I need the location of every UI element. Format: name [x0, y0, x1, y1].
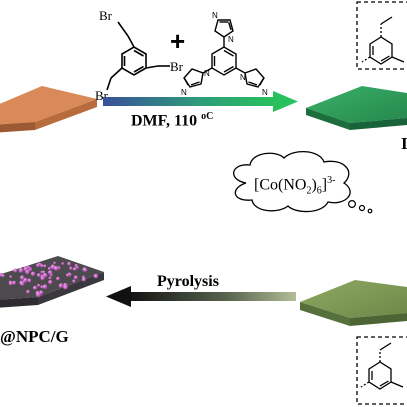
nitrogen-labels: N N N N N N: [181, 11, 268, 97]
cobalt-nanoparticles: [0, 261, 99, 298]
cobalt-particle: [93, 273, 99, 279]
cobalt-particle: [58, 283, 64, 288]
svg-text:N: N: [212, 11, 218, 20]
cobalt-particle: [61, 262, 65, 265]
cobalt-particle: [42, 273, 48, 278]
cobalt-particle: [63, 284, 68, 290]
plus-sign: +: [170, 26, 185, 56]
anion-formula: [Co(NO2)6]3-: [254, 175, 336, 197]
cobalt-particle: [27, 278, 32, 283]
cobalt-particle: [13, 268, 18, 273]
polymer-graphene-sheet: [306, 86, 407, 130]
cobalt-particle: [1, 274, 5, 278]
precursor-sheet: [0, 86, 97, 133]
cobalt-particle: [30, 271, 36, 276]
cobalt-particle: [39, 290, 44, 295]
cobalt-particle: [40, 276, 45, 281]
pyrolysis-arrow: [106, 286, 296, 307]
cobalt-particle: [20, 275, 25, 280]
cobalt-particle: [84, 268, 88, 272]
cobalt-particle: [81, 277, 86, 282]
cobalt-particle: [48, 270, 53, 275]
cobalt-particle: [56, 276, 60, 281]
cobalt-particle: [18, 268, 24, 273]
cobalt-particle: [40, 270, 44, 274]
reaction-conditions-label: DMF, 110 oC: [131, 111, 214, 130]
cobalt-particle: [47, 267, 51, 270]
bromine-label-1: Br: [99, 8, 113, 23]
cobalt-particle: [42, 270, 46, 274]
triimidazole-structure: [183, 19, 265, 88]
cobalt-particle: [48, 280, 53, 285]
cobalt-particle: [25, 270, 30, 275]
cobalt-particle: [53, 265, 59, 271]
cobalt-particle: [69, 266, 73, 270]
cobalt-particle: [26, 289, 30, 294]
structure-inset-bottom: [356, 336, 407, 405]
cobalt-particle: [43, 264, 47, 268]
cobalt-particle: [66, 273, 70, 277]
cobalt-particle: [72, 279, 76, 283]
product-label: @NPC/G: [0, 327, 69, 346]
cobalt-particle: [36, 263, 40, 268]
reaction-arrow: [103, 91, 298, 112]
cobalt-particle: [76, 266, 79, 269]
svg-text:N: N: [181, 88, 187, 97]
svg-text:N: N: [240, 73, 246, 82]
cobalt-particle: [48, 276, 52, 280]
cobalt-particle: [40, 285, 44, 289]
structure-inset-top: [356, 1, 407, 70]
svg-text:N: N: [204, 69, 210, 78]
svg-text:N: N: [228, 35, 234, 44]
cobalt-particle: [42, 284, 48, 290]
cobalt-npc-graphene-sheet: [0, 256, 104, 308]
cobalt-particle: [8, 281, 13, 286]
cobalt-particle: [20, 282, 25, 286]
cobalt-particle: [73, 267, 77, 271]
tribromide-structure: [106, 21, 170, 91]
svg-text:N: N: [262, 88, 268, 97]
anion-bubble: [233, 151, 373, 214]
pyrolysis-label: Pyrolysis: [157, 273, 219, 290]
cobalt-particle: [40, 264, 44, 268]
cobalt-particle: [37, 273, 41, 277]
cobalt-particle: [53, 261, 56, 265]
cut-label-right: I: [401, 134, 407, 153]
anion-exchanged-sheet: [300, 280, 407, 326]
cobalt-particle: [9, 275, 12, 279]
cobalt-particle: [12, 280, 16, 285]
cobalt-particle: [67, 261, 71, 266]
cobalt-particle: [23, 277, 28, 283]
cobalt-particle: [33, 285, 38, 290]
cobalt-particle: [74, 275, 78, 280]
bromine-label-2: Br: [170, 59, 184, 74]
cobalt-particle: [37, 283, 41, 287]
